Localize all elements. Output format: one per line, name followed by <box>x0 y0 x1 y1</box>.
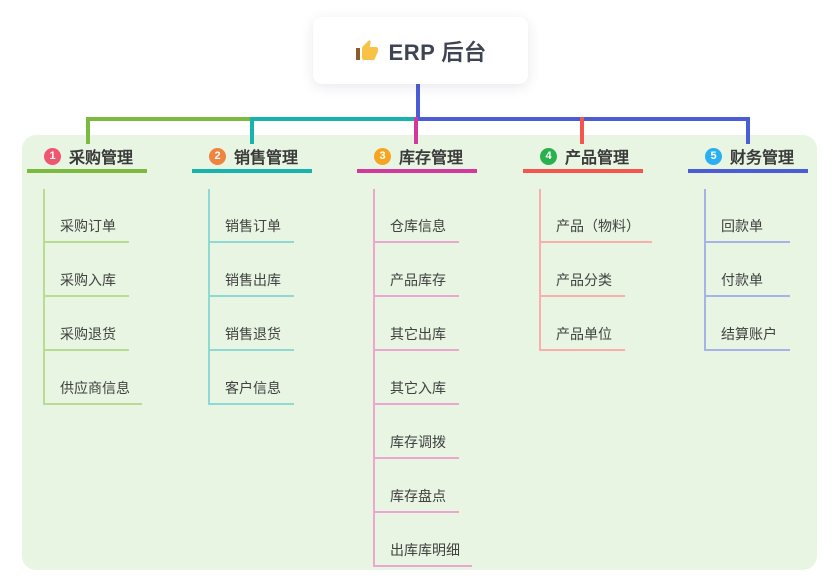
branch-purchase: 1 采购管理 采购订单 采购入库 采购退货 供应商信息 <box>27 143 187 421</box>
connector-inventory-drop <box>414 117 418 144</box>
branch-inventory-header: 3 库存管理 <box>357 143 477 173</box>
root-title: ERP 后台 <box>388 39 487 65</box>
node-other-inbound: 其它入库 <box>375 351 459 405</box>
branch-inventory-badge: 3 <box>374 147 391 165</box>
node-purchase-inbound: 采购入库 <box>45 243 129 297</box>
node-warehouse-info: 仓库信息 <box>375 189 459 243</box>
branch-product-header: 4 产品管理 <box>523 143 643 173</box>
node-payment-bill: 付款单 <box>706 243 790 297</box>
branch-sales: 2 销售管理 销售订单 销售出库 销售退货 客户信息 <box>192 143 352 421</box>
connector-sales-horizontal <box>252 117 418 121</box>
branch-purchase-header: 1 采购管理 <box>27 143 147 173</box>
branch-purchase-children: 采购订单 采购入库 采购退货 供应商信息 <box>43 189 187 405</box>
branch-product-children: 产品（物料） 产品分类 产品单位 <box>539 189 683 351</box>
node-sales-return: 销售退货 <box>210 297 294 351</box>
node-settlement-account: 结算账户 <box>706 297 790 351</box>
branch-product-badge: 4 <box>540 147 557 165</box>
root-node: ERP 后台 <box>313 17 528 84</box>
connector-product-drop <box>580 117 584 144</box>
node-outbound-detail: 出库库明细 <box>375 513 472 567</box>
node-purchase-order: 采购订单 <box>45 189 129 243</box>
branch-product-label: 产品管理 <box>565 150 630 167</box>
node-other-outbound: 其它出库 <box>375 297 459 351</box>
branch-finance-header: 5 财务管理 <box>688 143 808 173</box>
node-product-material: 产品（物料） <box>541 189 652 243</box>
connector-root-stem <box>416 83 420 119</box>
branch-finance-children: 回款单 付款单 结算账户 <box>704 189 839 351</box>
node-sales-order: 销售订单 <box>210 189 294 243</box>
node-product-category: 产品分类 <box>541 243 625 297</box>
node-customer-info: 客户信息 <box>210 351 294 405</box>
node-stock-taking: 库存盘点 <box>375 459 459 513</box>
branch-product: 4 产品管理 产品（物料） 产品分类 产品单位 <box>523 143 683 367</box>
branch-inventory-label: 库存管理 <box>399 150 464 167</box>
branch-sales-children: 销售订单 销售出库 销售退货 客户信息 <box>208 189 352 405</box>
connector-purchase-horizontal <box>86 117 254 121</box>
connector-sales-drop <box>250 117 254 144</box>
node-stock-transfer: 库存调拨 <box>375 405 459 459</box>
branch-purchase-label: 采购管理 <box>69 150 134 167</box>
node-receipt-bill: 回款单 <box>706 189 790 243</box>
branch-finance-badge: 5 <box>705 147 722 165</box>
node-sales-outbound: 销售出库 <box>210 243 294 297</box>
connector-finance-drop <box>746 117 750 144</box>
thumbs-up-icon <box>355 39 378 60</box>
branch-purchase-badge: 1 <box>44 147 61 165</box>
branch-inventory-children: 仓库信息 产品库存 其它出库 其它入库 库存调拨 库存盘点 出库库明细 <box>373 189 517 567</box>
node-product-unit: 产品单位 <box>541 297 625 351</box>
branch-sales-header: 2 销售管理 <box>192 143 312 173</box>
node-purchase-return: 采购退货 <box>45 297 129 351</box>
branch-finance: 5 财务管理 回款单 付款单 结算账户 <box>688 143 839 367</box>
connector-purchase-drop <box>86 117 90 144</box>
branch-sales-badge: 2 <box>209 147 226 165</box>
node-supplier-info: 供应商信息 <box>45 351 142 405</box>
branch-inventory: 3 库存管理 仓库信息 产品库存 其它出库 其它入库 库存调拨 库存盘点 出库库… <box>357 143 517 583</box>
node-product-stock: 产品库存 <box>375 243 459 297</box>
branch-finance-label: 财务管理 <box>730 150 795 167</box>
background-panel <box>22 135 817 570</box>
branch-sales-label: 销售管理 <box>234 150 299 167</box>
